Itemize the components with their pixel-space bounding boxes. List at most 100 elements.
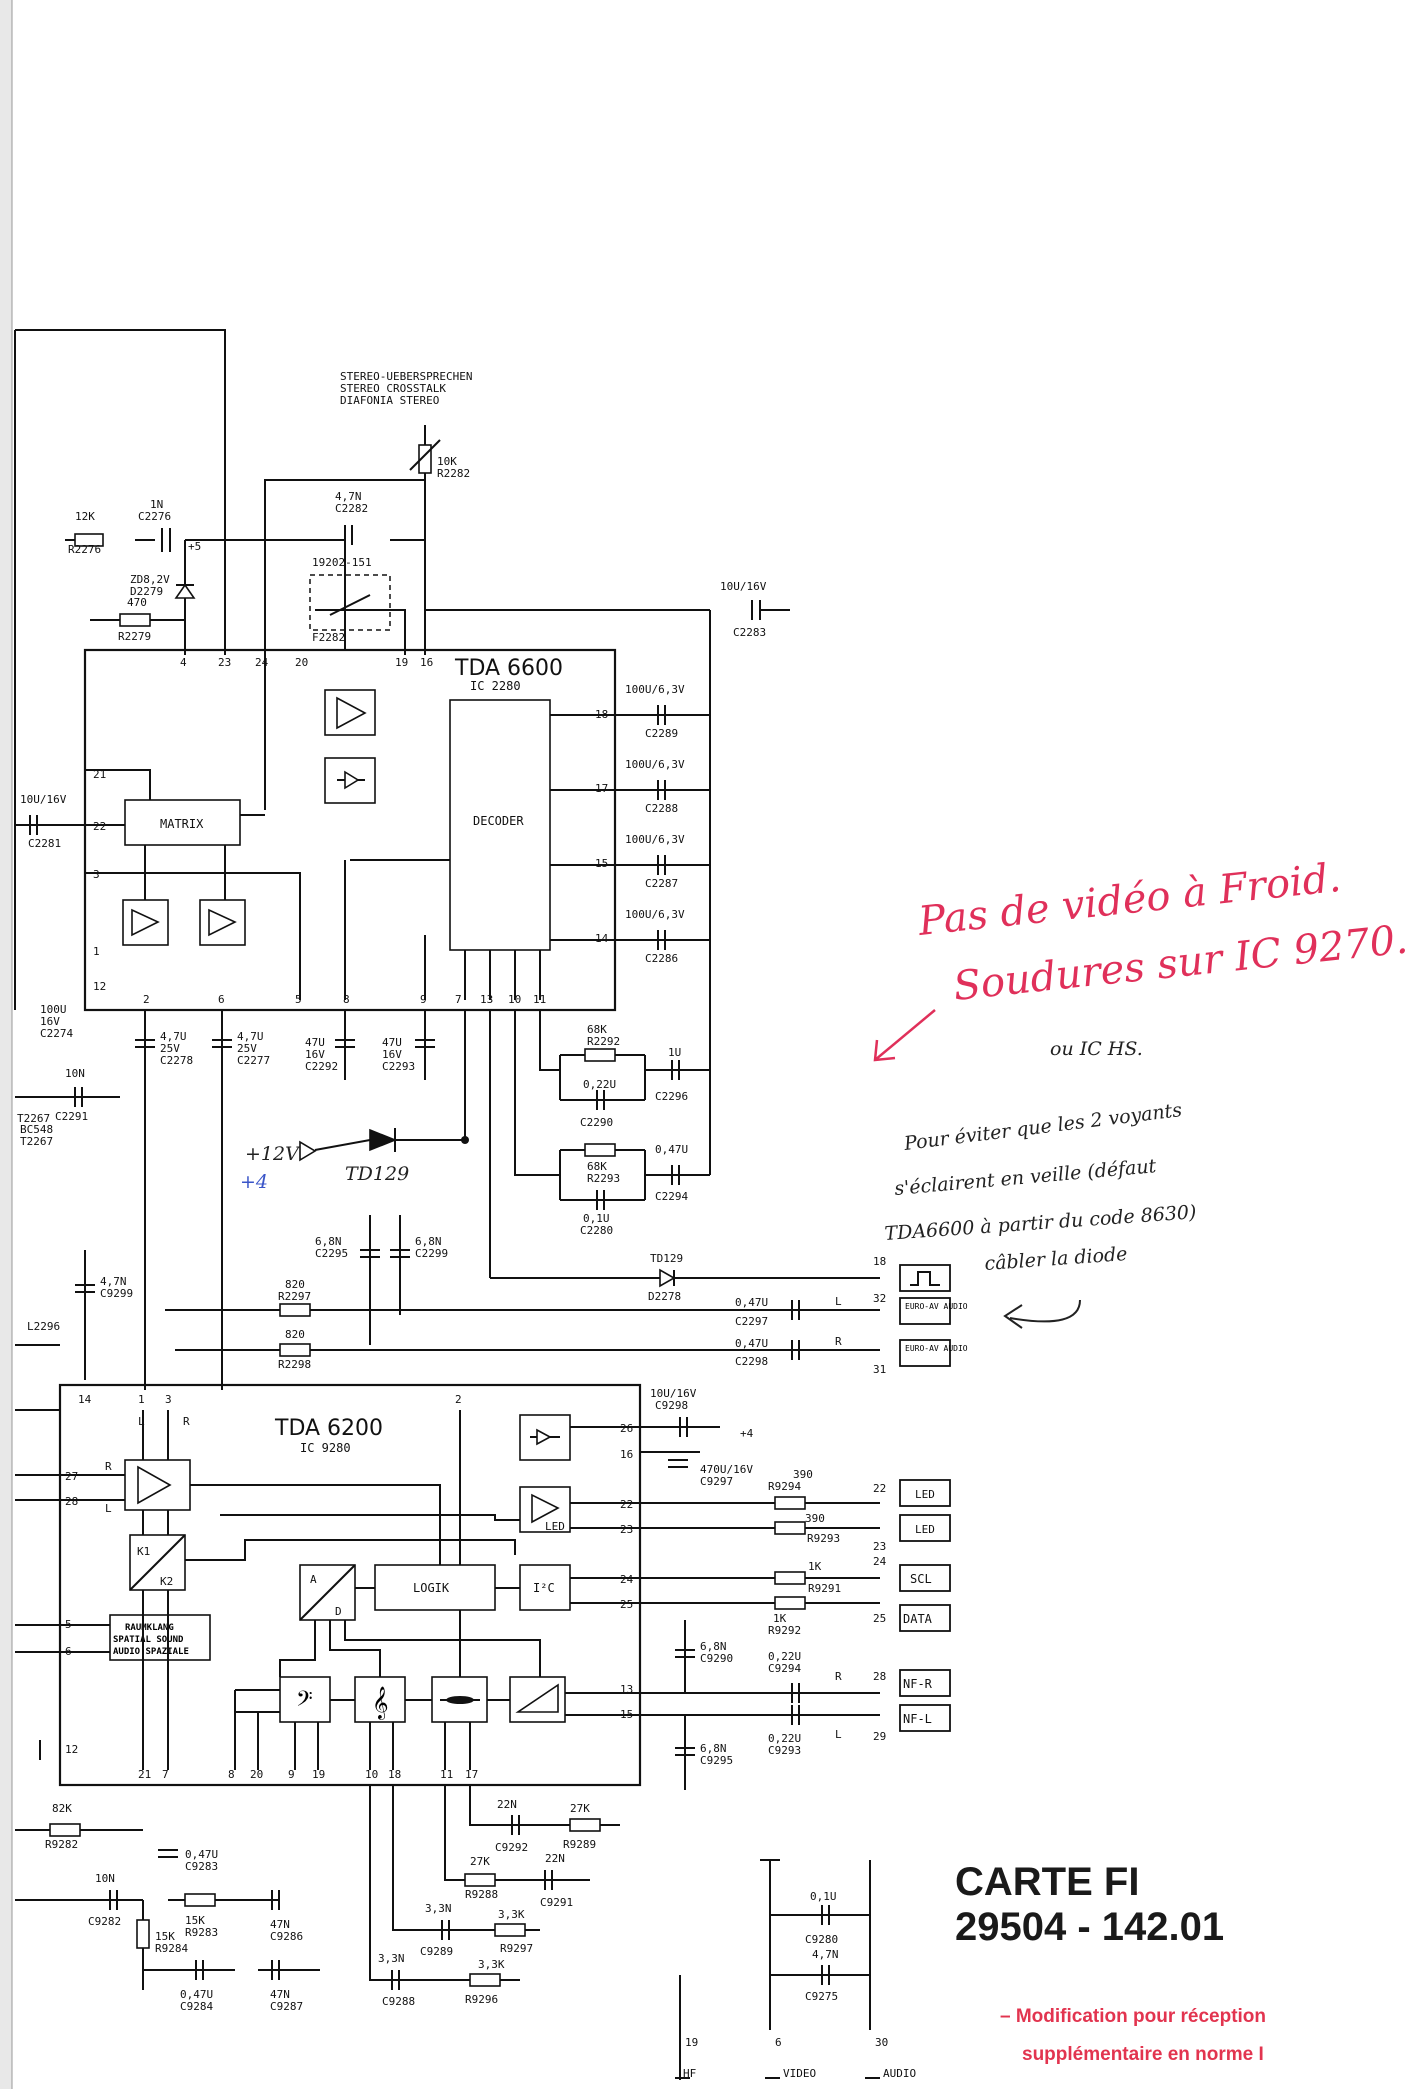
- svg-text:C2281: C2281: [28, 837, 61, 850]
- svg-text:16V: 16V: [40, 1015, 60, 1028]
- svg-text:22: 22: [873, 1482, 886, 1495]
- svg-text:L: L: [835, 1295, 842, 1308]
- svg-text:31: 31: [873, 1363, 886, 1376]
- svg-text:1K: 1K: [773, 1612, 787, 1625]
- r9292: 1K R9292: [640, 1596, 880, 1637]
- c2282: 4,7N C2282: [335, 490, 368, 545]
- svg-text:RAUMKLANG: RAUMKLANG: [125, 1623, 174, 1633]
- r9282: 82K R9282: [15, 1802, 143, 1851]
- svg-text:21: 21: [93, 768, 106, 781]
- svg-text:6,8N: 6,8N: [700, 1640, 727, 1653]
- svg-text:C2294: C2294: [655, 1190, 688, 1203]
- svg-text:C9292: C9292: [495, 1841, 528, 1854]
- tda6200-pins-bottom: 21 7 8 20 9 19 10 18 11 17: [138, 1768, 478, 1781]
- svg-text:K1: K1: [137, 1545, 150, 1558]
- svg-text:17: 17: [465, 1768, 478, 1781]
- svg-text:IC 9280: IC 9280: [300, 1441, 351, 1455]
- f2282-filter: 19202-151 F2282: [309, 556, 391, 644]
- svg-text:R9296: R9296: [465, 1993, 498, 2006]
- bottom-connector-audio: 30 AUDIO: [865, 2036, 916, 2080]
- svg-text:C2274: C2274: [40, 1027, 73, 1040]
- svg-text:R: R: [105, 1460, 112, 1473]
- svg-text:C2282: C2282: [335, 502, 368, 515]
- svg-text:14: 14: [595, 932, 609, 945]
- svg-text:NF-L: NF-L: [903, 1712, 932, 1726]
- svg-text:R: R: [835, 1335, 842, 1348]
- handwritten-diode-mod: +12V TD129 +4: [240, 1010, 469, 1193]
- svg-text:1: 1: [93, 945, 100, 958]
- svg-text:13: 13: [620, 1683, 633, 1696]
- svg-text:19202-151: 19202-151: [312, 556, 372, 569]
- svg-text:24: 24: [255, 656, 269, 669]
- svg-text:30: 30: [875, 2036, 888, 2049]
- svg-text:C2291: C2291: [55, 1110, 88, 1123]
- svg-text:0,22U: 0,22U: [768, 1650, 801, 1663]
- svg-text:10: 10: [365, 1768, 378, 1781]
- r2297: 820 R2297: [165, 1278, 880, 1317]
- svg-text:+5: +5: [188, 540, 201, 553]
- svg-text:R: R: [183, 1415, 190, 1428]
- c9289: 3,3N C9289: [392, 1785, 540, 1958]
- c2287: 100U/6,3V C2287: [615, 833, 710, 890]
- svg-text:C9288: C9288: [382, 1995, 415, 2008]
- svg-text:C9290: C9290: [700, 1652, 733, 1665]
- svg-text:3,3K: 3,3K: [498, 1908, 525, 1921]
- svg-text:10N: 10N: [95, 1872, 115, 1885]
- svg-text:A: A: [310, 1573, 317, 1586]
- svg-text:7: 7: [455, 993, 462, 1006]
- svg-text:27K: 27K: [570, 1802, 590, 1815]
- treble-clef-icon: 𝄞: [372, 1686, 389, 1720]
- svg-text:0,47U: 0,47U: [180, 1988, 213, 2001]
- svg-text:4: 4: [180, 656, 187, 669]
- connector-data: 25 DATA: [873, 1604, 951, 1632]
- svg-text:I²C: I²C: [533, 1581, 555, 1595]
- svg-text:C2283: C2283: [733, 626, 766, 639]
- svg-text:TD129: TD129: [345, 1163, 409, 1185]
- svg-text:câbler la diode: câbler la diode: [984, 1243, 1128, 1275]
- svg-text:AUDIO SPAZIALE: AUDIO SPAZIALE: [113, 1647, 189, 1657]
- svg-text:ZD8,2V: ZD8,2V: [130, 573, 170, 586]
- svg-text:C2289: C2289: [645, 727, 678, 740]
- page-subtitle: 29504 - 142.01: [955, 1905, 1224, 1949]
- svg-text:68K: 68K: [587, 1160, 607, 1173]
- r9288: 27K R9288: [444, 1785, 590, 1901]
- tda6200-logik-block: [374, 1564, 496, 1611]
- svg-text:C2288: C2288: [645, 802, 678, 815]
- ic-tda6600: TDA 6600 IC 2280 4 23 24 20 19 16 2 6 5 …: [83, 648, 617, 1012]
- svg-text:6,8N: 6,8N: [415, 1235, 442, 1248]
- svg-text:+4: +4: [740, 1427, 754, 1440]
- svg-text:R2276: R2276: [68, 543, 101, 556]
- svg-text:29: 29: [873, 1730, 886, 1743]
- svg-text:3,3K: 3,3K: [478, 1958, 505, 1971]
- svg-text:6: 6: [218, 993, 225, 1006]
- svg-text:R9284: R9284: [155, 1942, 188, 1955]
- c2278: 4,7U 25V C2278: [135, 1010, 193, 1390]
- svg-text:15K: 15K: [155, 1930, 175, 1943]
- svg-text:0,47U: 0,47U: [735, 1296, 768, 1309]
- svg-text:C9298: C9298: [655, 1399, 688, 1412]
- c2292: 47U 16V C2292: [305, 1010, 355, 1080]
- tda6600-pins-left: 21 22 3 1 12: [93, 768, 106, 993]
- zd8-diode: +5 ZD8,2V D2279: [130, 540, 201, 599]
- svg-text:19: 19: [312, 1768, 325, 1781]
- tda6200-i2c-block: [519, 1564, 571, 1611]
- left-edge-fragments: T2267: [15, 1112, 60, 1760]
- svg-text:C2299: C2299: [415, 1247, 448, 1260]
- svg-text:T2267: T2267: [20, 1135, 53, 1148]
- handwritten-red-note: Pas de vidéo à Froid. Soudures sur IC 92…: [873, 855, 1410, 1062]
- svg-text:T2267: T2267: [17, 1112, 50, 1125]
- svg-text:R9292: R9292: [768, 1624, 801, 1637]
- svg-text:TD129: TD129: [650, 1252, 683, 1265]
- svg-text:ou IC HS.: ou IC HS.: [1050, 1038, 1143, 1060]
- svg-text:C2293: C2293: [382, 1060, 415, 1073]
- connector-32: 32 L EURO-AV AUDIO: [835, 1292, 968, 1325]
- svg-text:10U/16V: 10U/16V: [20, 793, 67, 806]
- svg-text:C9284: C9284: [180, 2000, 213, 2013]
- svg-text:0,1U: 0,1U: [583, 1212, 610, 1225]
- svg-text:TDA 6600: TDA 6600: [454, 656, 563, 681]
- svg-text:12K: 12K: [75, 510, 95, 523]
- svg-text:4,7U: 4,7U: [237, 1030, 264, 1043]
- svg-text:EURO-AV AUDIO: EURO-AV AUDIO: [905, 1302, 968, 1311]
- svg-text:12: 12: [65, 1743, 78, 1756]
- svg-text:4,7N: 4,7N: [100, 1275, 127, 1288]
